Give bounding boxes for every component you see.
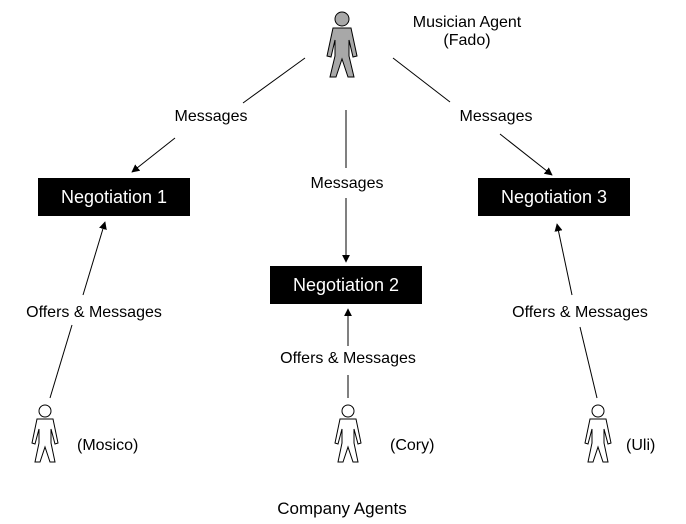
company-agents-caption: Company Agents <box>277 499 407 518</box>
arrow-mosico-to-negotiation-1 <box>49 324 73 399</box>
company-agent-cory-icon <box>334 404 362 463</box>
edge-label-right-messages: Messages <box>459 108 533 125</box>
edge-label-left-messages: Messages <box>174 108 248 125</box>
company-agent-mosico-icon <box>31 404 59 463</box>
arrow-mosico-to-negotiation-1-head <box>82 221 107 296</box>
musician-agent-icon <box>326 11 358 78</box>
arrow-musician-to-negotiation-3-head <box>499 133 553 176</box>
company-agent-mosico-label: (Mosico) <box>77 437 139 454</box>
negotiation-1-box: Negotiation 1 <box>38 178 190 216</box>
negotiation-2-box: Negotiation 2 <box>270 266 422 304</box>
arrow-musician-to-negotiation-1-head <box>131 137 176 173</box>
musician-agent-title: Musician Agent <box>412 14 522 31</box>
arrow-musician-to-negotiation-3 <box>392 57 451 103</box>
company-agent-cory-label: (Cory) <box>390 437 435 454</box>
arrow-uli-to-negotiation-3-head <box>554 223 573 296</box>
arrow-musician-to-negotiation-1 <box>242 57 306 104</box>
edge-label-right-offers: Offers & Messages <box>512 304 648 321</box>
edge-label-middle-messages: Messages <box>310 175 384 192</box>
arrow-uli-to-negotiation-3 <box>579 326 598 399</box>
edge-label-middle-offers: Offers & Messages <box>280 350 416 367</box>
musician-agent-name: (Fado) <box>443 32 491 49</box>
company-agent-uli-icon <box>584 404 612 463</box>
company-agent-uli-label: (Uli) <box>626 437 656 454</box>
negotiation-3-box: Negotiation 3 <box>478 178 630 216</box>
edge-label-left-offers: Offers & Messages <box>26 304 162 321</box>
musician-agent-label: Musician Agent (Fado) <box>413 14 522 50</box>
